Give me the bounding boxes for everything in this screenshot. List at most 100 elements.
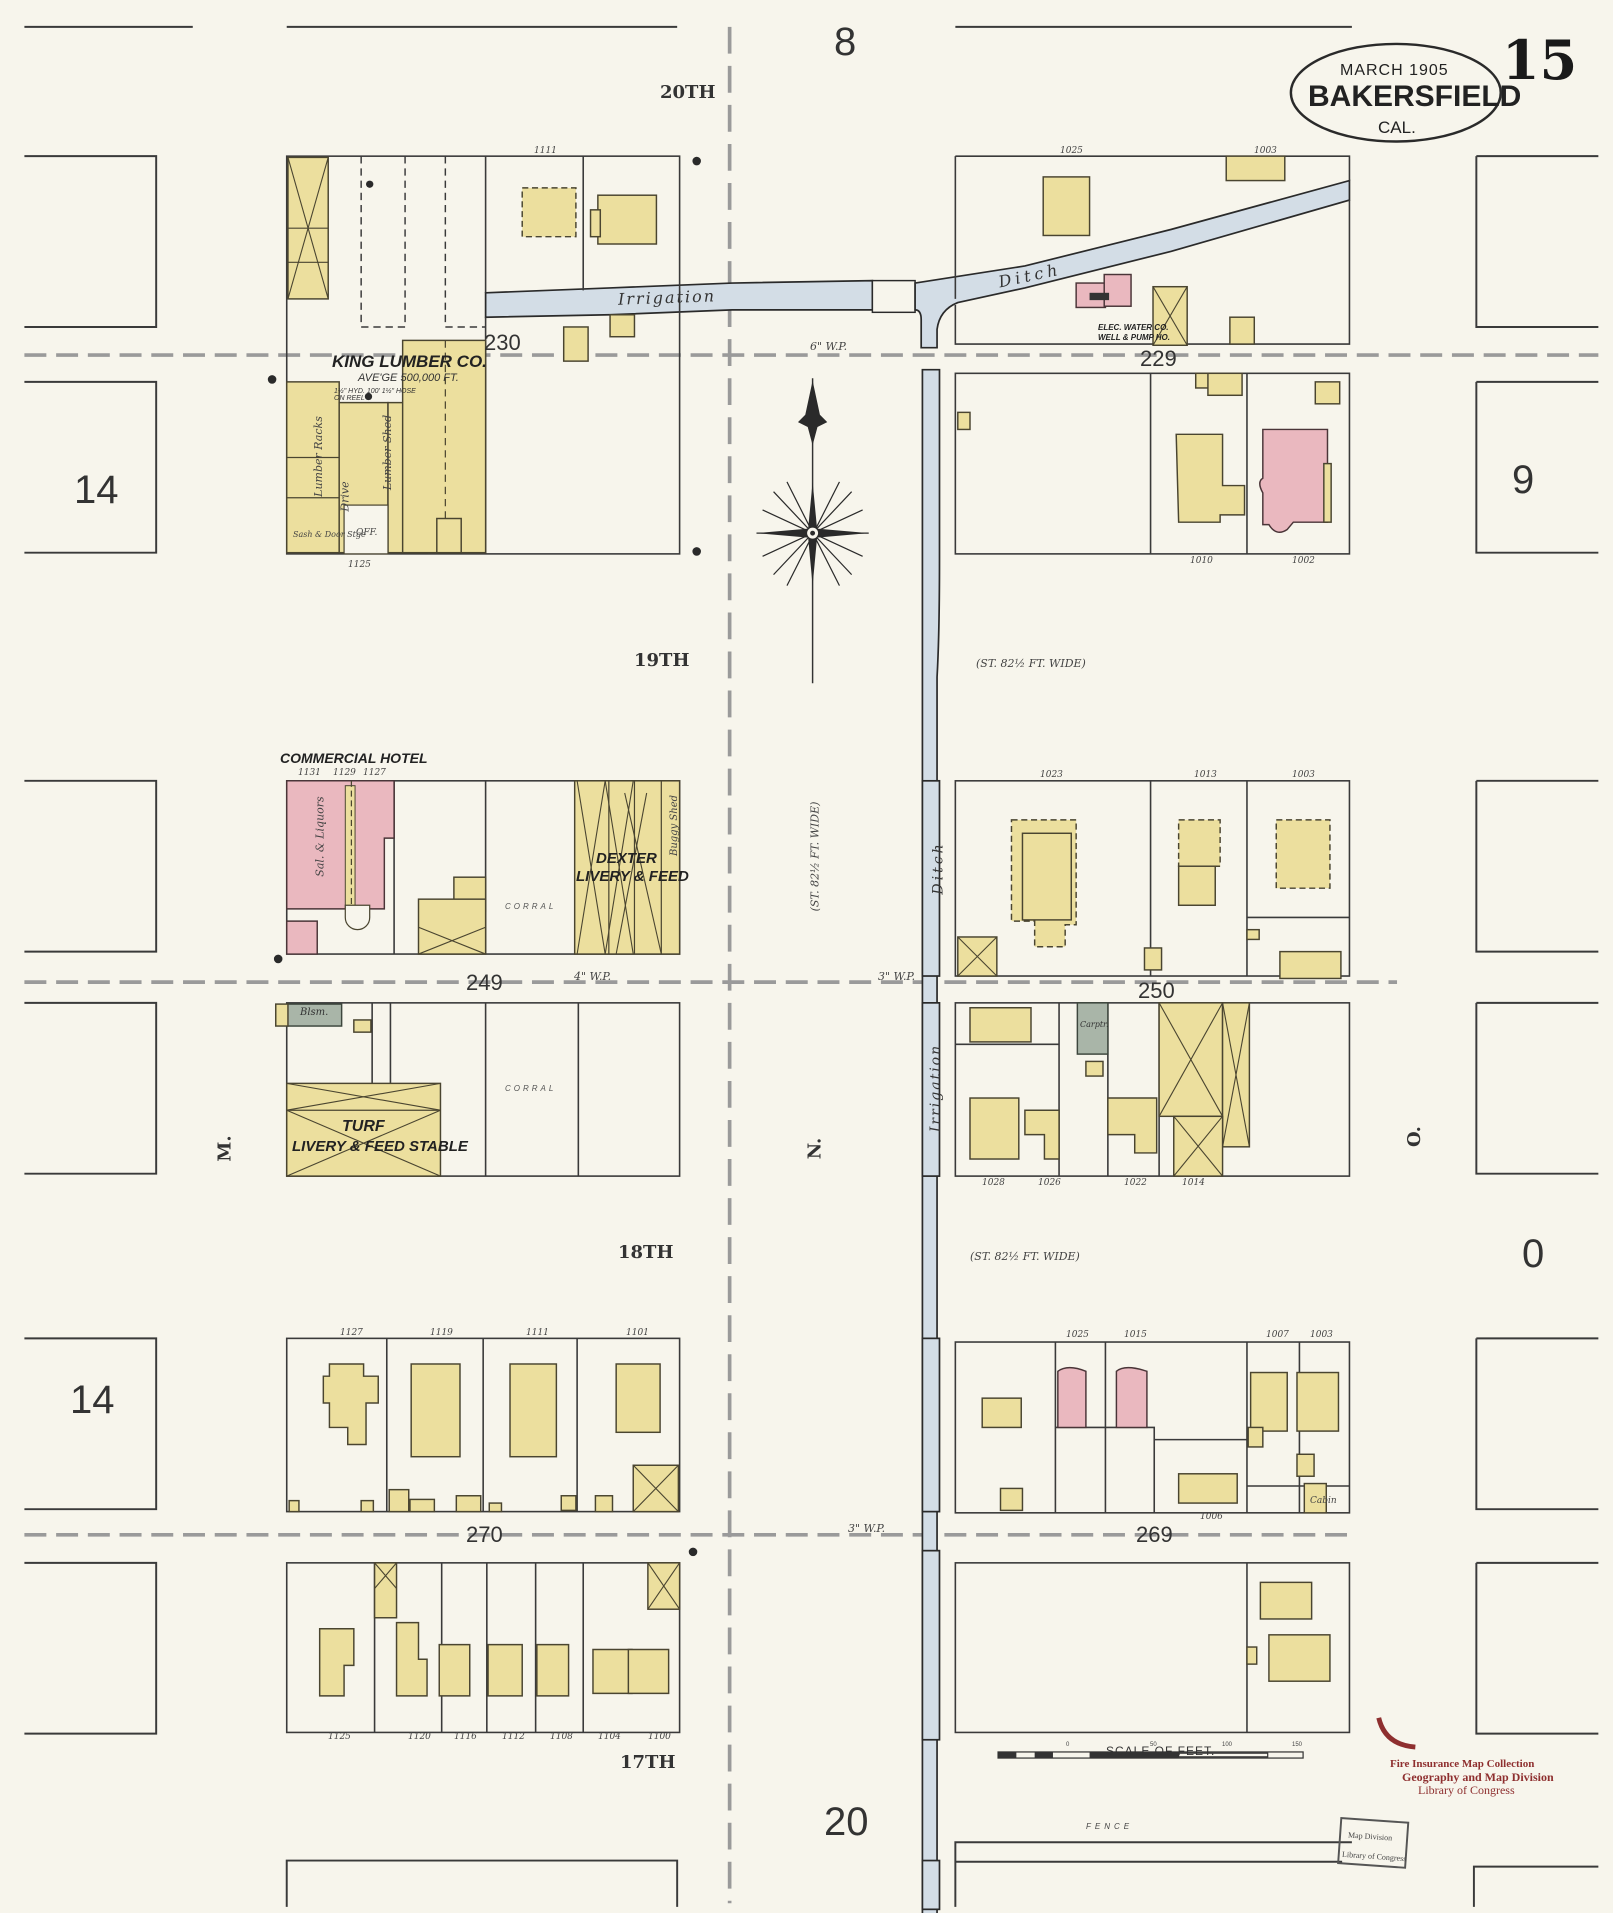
adjacent-sheet-right-upper: 9: [1512, 458, 1535, 502]
adjacent-sheet-right-lower: 0: [1522, 1232, 1545, 1276]
block-number-270: 270: [466, 1522, 503, 1547]
blacksmith-label: Blsm.: [300, 1007, 329, 1018]
elec-water-co-1: ELEC. WATER CO.: [1098, 323, 1169, 332]
address-label: 1127: [340, 1328, 363, 1338]
address-label: 1111: [526, 1328, 549, 1338]
address-label: 1003: [1310, 1330, 1333, 1340]
block-270: [285, 1337, 698, 1557]
address-label: 1104: [598, 1732, 621, 1742]
block-number-230: 230: [484, 330, 521, 355]
dexter-name-2: LIVERY & FEED: [576, 868, 689, 885]
dexter-name-1: DEXTER: [596, 850, 657, 867]
address-label: 1108: [550, 1732, 573, 1742]
water-main-label: 3" W.P.: [878, 970, 916, 983]
loc-stamp-line2: Geography and Map Division: [1402, 1770, 1554, 1784]
address-label: 1111: [534, 146, 557, 156]
ditch-label-top: Ditch: [996, 259, 1063, 292]
elec-water-co-2: WELL & PUMP HO.: [1098, 333, 1170, 342]
address-label: 1025: [1060, 146, 1083, 156]
street-19th: 19TH: [634, 650, 690, 671]
commercial-hotel-name: COMMERCIAL HOTEL: [280, 750, 428, 766]
block-230: [267, 155, 701, 556]
street-20th: 20TH: [660, 82, 716, 103]
address-label: 1010: [1190, 556, 1213, 566]
buggy-shed-label: Buggy Shed: [669, 794, 681, 857]
adjacent-block-outlines: [24, 25, 1599, 1907]
address-label: 1006: [1200, 1512, 1223, 1522]
irrigation-label-mid: Irrigation: [928, 1043, 945, 1133]
king-lumber-hydrant: 1½" HYD. 100' 1½" HOSE ON REEL: [334, 388, 416, 402]
address-label: 1101: [626, 1328, 649, 1338]
block-250: [954, 780, 1351, 980]
street-17th: 17TH: [620, 1752, 676, 1773]
ditch-label-mid: Ditch: [930, 841, 947, 895]
block-229: [954, 155, 1351, 555]
block-number-250: 250: [1138, 978, 1175, 1003]
block-270-south: [285, 1562, 681, 1734]
address-label: 1026: [1038, 1178, 1061, 1188]
saloon-label: Sal. & Liquors: [313, 796, 327, 877]
king-lumber-name: KING LUMBER CO.: [332, 352, 487, 371]
cartouche-state: CAL.: [1378, 118, 1416, 137]
block-bottom-right: [954, 1562, 1351, 1734]
scale-tick: 100: [1222, 1742, 1233, 1748]
adjacent-sheet-left-lower: 14: [70, 1378, 115, 1422]
hotel-address: 1131: [298, 768, 321, 778]
block-249-south: [275, 1002, 681, 1177]
scale-tick: 150: [1292, 1742, 1303, 1748]
sheet-number: 15: [1502, 28, 1578, 92]
address-label: 1003: [1292, 770, 1315, 780]
carpenter-label: Carptr.: [1080, 1020, 1109, 1029]
compass-rose: [756, 378, 869, 684]
scale-tick: 50: [1150, 1742, 1157, 1748]
adjacent-sheet-top: 8: [834, 20, 857, 64]
loc-stamp-line3: Library of Congress: [1418, 1783, 1515, 1797]
street-o: O.: [1403, 1126, 1425, 1147]
scale-title: SCALE OF FEET.: [1106, 1744, 1216, 1758]
fence-label: FENCE: [1086, 1822, 1134, 1831]
corral-label: CORRAL: [505, 902, 557, 911]
lumber-racks-label: Lumber Racks: [311, 416, 325, 497]
street-width-note-18th: (ST. 82½ FT. WIDE): [970, 1250, 1080, 1263]
scale-tick: 0: [1066, 1742, 1070, 1748]
address-label: 1007: [1266, 1330, 1289, 1340]
address-label: 1120: [408, 1732, 431, 1742]
street-width-note-19th: (ST. 82½ FT. WIDE): [976, 657, 1086, 670]
street-m: M.: [214, 1135, 236, 1162]
irrigation-ditch: [484, 179, 1351, 1913]
adjacent-sheet-bottom: 20: [824, 1800, 869, 1844]
loc-stamp-line1: Fire Insurance Map Collection: [1390, 1758, 1535, 1770]
address-label: 1015: [1124, 1330, 1147, 1340]
block-250-south: [954, 1002, 1351, 1177]
cabin-label: Cabin: [1310, 1496, 1337, 1506]
address-label: 1116: [454, 1732, 477, 1742]
address-label: 1025: [1066, 1330, 1089, 1340]
adjacent-sheet-left-upper: 14: [74, 468, 119, 512]
king-lumber-note: AVE'GE 500,000 FT.: [358, 372, 459, 384]
address-label: 1014: [1182, 1178, 1205, 1188]
lumber-shed-label: Lumber Shed: [381, 414, 395, 491]
map-division-stamp-1: Map Division: [1347, 1830, 1393, 1843]
water-main-label: 3" W.P.: [848, 1522, 886, 1535]
hotel-address: 1129: [333, 768, 356, 778]
water-main-label: 6" W.P.: [810, 340, 848, 353]
address-label: 1028: [982, 1178, 1005, 1188]
sash-door-label: Sash & Door Stge: [293, 530, 366, 539]
block-number-269: 269: [1136, 1522, 1173, 1547]
street-18th: 18TH: [618, 1242, 674, 1263]
address-label: 1003: [1254, 146, 1277, 156]
drive-label: Drive: [338, 481, 352, 512]
title-cartouche: [1289, 42, 1502, 143]
address-label: 1119: [430, 1328, 453, 1338]
turf-name-2: LIVERY & FEED STABLE: [292, 1138, 468, 1155]
address-label: 1112: [502, 1732, 525, 1742]
irrigation-label-top: Irrigation: [617, 286, 717, 309]
block-number-229: 229: [1140, 346, 1177, 371]
address-label: 1023: [1040, 770, 1063, 780]
block-249: [273, 780, 681, 964]
address-label: 1022: [1124, 1178, 1147, 1188]
office-label: OFF.: [356, 528, 378, 538]
